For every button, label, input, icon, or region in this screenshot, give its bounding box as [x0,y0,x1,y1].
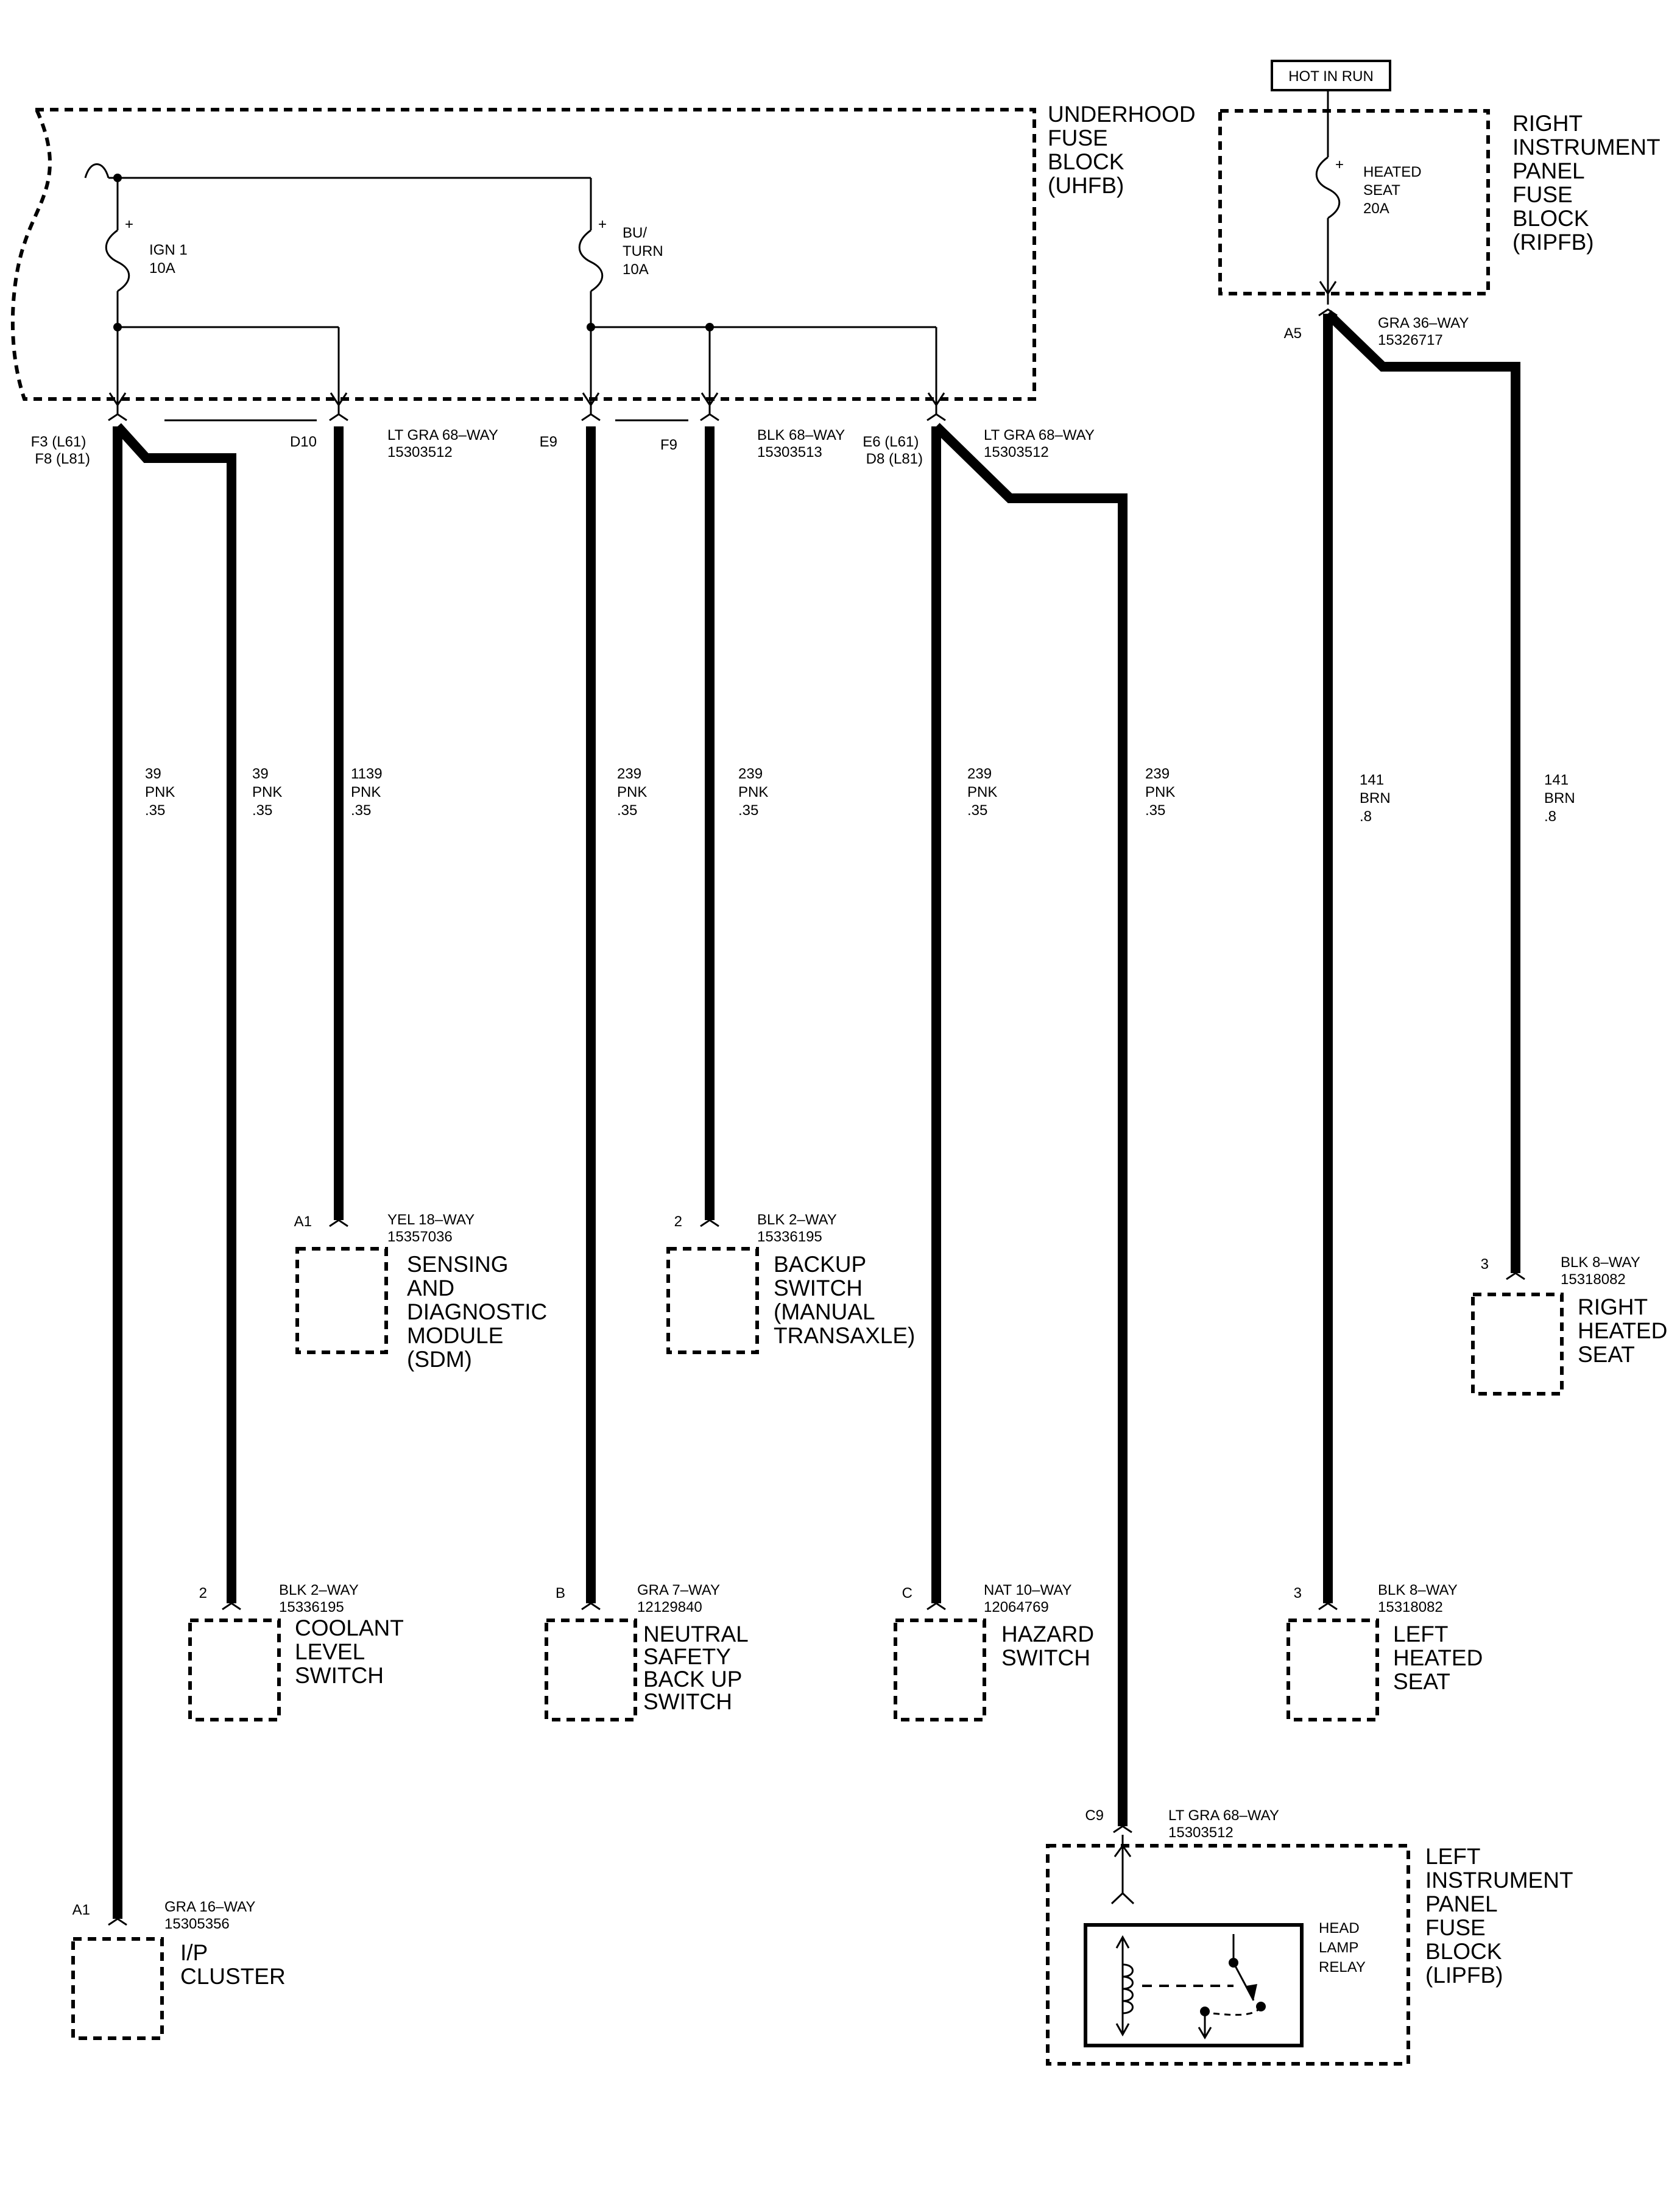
right-seat-connector: BLK 8–WAY 15318082 [1561,1254,1644,1288]
uhfb-conn-pin-f9: F9 [660,437,677,453]
backup-switch-component: 2 BLK 2–WAY 15336195 BACKUP SWITCH (MANU… [666,1212,915,1354]
left-seat-label: LEFT HEATED SEAT [1393,1622,1489,1694]
backup-switch-label: BACKUP SWITCH (MANUAL TRANSAXLE) [774,1252,915,1348]
neutral-safety-switch-component: B GRA 7–WAY 12129840 NEUTRAL SAFETY BACK… [545,1582,754,1721]
backup-switch-connector: BLK 2–WAY 15336195 [757,1212,841,1245]
left-ip-fuse-block: C9 LT GRA 68–WAY 15303512 LEFT INSTRUMEN… [1046,1807,1579,2066]
hazard-switch-label: HAZARD SWITCH [1001,1622,1100,1670]
ripfb-conn-desc: GRA 36–WAY 15326717 [1378,315,1473,348]
coolant-switch-label: COOLANT LEVEL SWITCH [295,1615,409,1688]
relay-coil-icon [1122,1963,1134,2014]
ripfb-title: RIGHT INSTRUMENT PANEL FUSE BLOCK (RIPFB… [1512,111,1666,255]
uhfb-conn-pin-f3: F3 (L61) F8 (L81) [31,434,90,467]
right-heated-seat-component: 3 BLK 8–WAY 15318082 RIGHT HEATED SEAT [1471,1254,1674,1396]
sdm-pin: A1 [294,1213,312,1230]
right-seat-pin: 3 [1481,1256,1489,1273]
ign1-fuse-label: IGN 1 10A [149,242,191,277]
svg-text:+: + [1335,157,1344,173]
ip-cluster-connector: GRA 16–WAY 15305356 [164,1899,259,1932]
hazard-switch-connector: NAT 10–WAY 12064769 [984,1582,1076,1615]
wire-label-141-left: 141 BRN .8 [1360,772,1394,825]
ign1-fuse-icon: + [105,216,133,292]
uhfb-conn-desc-d10: LT GRA 68–WAY 15303512 [387,427,502,461]
hot-in-run-label: HOT IN RUN [1271,60,1391,91]
uhfb-conn-pin-e6: E6 (L61) D8 (L81) [863,434,923,467]
uhfb-conn-pin-d10: D10 [290,434,317,450]
ripfb-fuse-label: HEATED SEAT 20A [1363,164,1425,217]
wire-label-141-right: 141 BRN .8 [1544,772,1579,825]
wire-label-39-coolant: 39 PNK .35 [252,766,286,819]
neutral-switch-pin: B [556,1585,565,1601]
left-heated-seat-component: 3 BLK 8–WAY 15318082 LEFT HEATED SEAT [1286,1582,1489,1721]
wire-39-pnk-coolant [114,423,236,1603]
right-ip-fuse-block: RIGHT INSTRUMENT PANEL FUSE BLOCK (RIPFB… [1218,90,1666,348]
wire-141-brn-right-seat [1324,310,1520,1273]
wire-label-239-hazard: 239 PNK .35 [967,766,1001,819]
ripfb-conn-pin: A5 [1284,325,1302,342]
neutral-switch-label: NEUTRAL SAFETY BACK UP SWITCH [643,1622,754,1714]
head-lamp-relay: HEAD LAMP RELAY [1084,1920,1366,2047]
svg-text:+: + [598,216,607,233]
uhfb-title: UNDERHOOD FUSE BLOCK (UHFB) [1048,102,1202,198]
lipfb-pin: C9 [1085,1807,1104,1824]
uhfb-conn-desc-e6: LT GRA 68–WAY 15303512 [984,427,1098,461]
hazard-switch-component: C NAT 10–WAY 12064769 HAZARD SWITCH [894,1582,1100,1721]
lipfb-connector: LT GRA 68–WAY 15303512 [1168,1807,1283,1841]
underhood-fuse-block: UNDERHOOD FUSE BLOCK (UHFB) [10,102,1202,401]
left-seat-connector: BLK 8–WAY 15318082 [1378,1582,1461,1615]
hazard-switch-pin: C [902,1585,912,1601]
buturn-fuse-icon: + [578,216,607,292]
wire-labels: 39 PNK .35 39 PNK .35 1139 PNK .35 239 P… [145,766,1579,825]
wire-239-pnk-lipfb [933,423,1128,1826]
ip-cluster-component: A1 GRA 16–WAY 15305356 I/P CLUSTER [71,1899,286,2040]
uhfb-conn-desc-f9: BLK 68–WAY 15303513 [757,427,849,461]
coolant-switch-pin: 2 [199,1585,207,1601]
coolant-switch-connector: BLK 2–WAY 15336195 [279,1582,362,1615]
uhfb-internal-wiring: + IGN 1 10A + BU/ TURN 10A [84,163,945,414]
neutral-switch-connector: GRA 7–WAY 12129840 [637,1582,724,1615]
wire-label-39-cluster: 39 PNK .35 [145,766,179,819]
relay-switch-icon [1198,1934,1266,2039]
ip-cluster-label: I/P CLUSTER [180,1940,286,1989]
coolant-level-switch-component: 2 BLK 2–WAY 15336195 COOLANT LEVEL SWITC… [188,1582,409,1721]
wire-label-1139: 1139 PNK .35 [351,766,386,819]
uhfb-conn-pin-e9: E9 [540,434,557,450]
wire-label-239-lipfb: 239 PNK .35 [1145,766,1179,819]
right-seat-label: RIGHT HEATED SEAT [1578,1294,1674,1367]
left-seat-pin: 3 [1294,1585,1302,1601]
uhfb-connectors: F3 (L61) F8 (L81) D10 LT GRA 68–WAY 1530… [31,413,1098,467]
sdm-component: A1 YEL 18–WAY 15357036 SENSING AND DIAGN… [294,1212,554,1372]
wire-label-239-backup: 239 PNK .35 [738,766,772,819]
relay-label: HEAD LAMP RELAY [1319,1920,1366,1975]
svg-text:+: + [125,216,133,233]
sdm-connector: YEL 18–WAY 15357036 [387,1212,478,1245]
lipfb-title: LEFT INSTRUMENT PANEL FUSE BLOCK (LIPFB) [1425,1844,1579,1988]
sdm-label: SENSING AND DIAGNOSTIC MODULE (SDM) [407,1252,554,1372]
hot-in-run-text: HOT IN RUN [1288,68,1374,85]
ip-cluster-pin: A1 [72,1902,90,1918]
backup-switch-pin: 2 [674,1213,682,1230]
buturn-fuse-label: BU/ TURN 10A [623,225,667,278]
heated-seat-fuse-icon: + [1315,156,1344,219]
wire-label-239-neutral: 239 PNK .35 [617,766,651,819]
harness-wires [113,310,1520,1919]
